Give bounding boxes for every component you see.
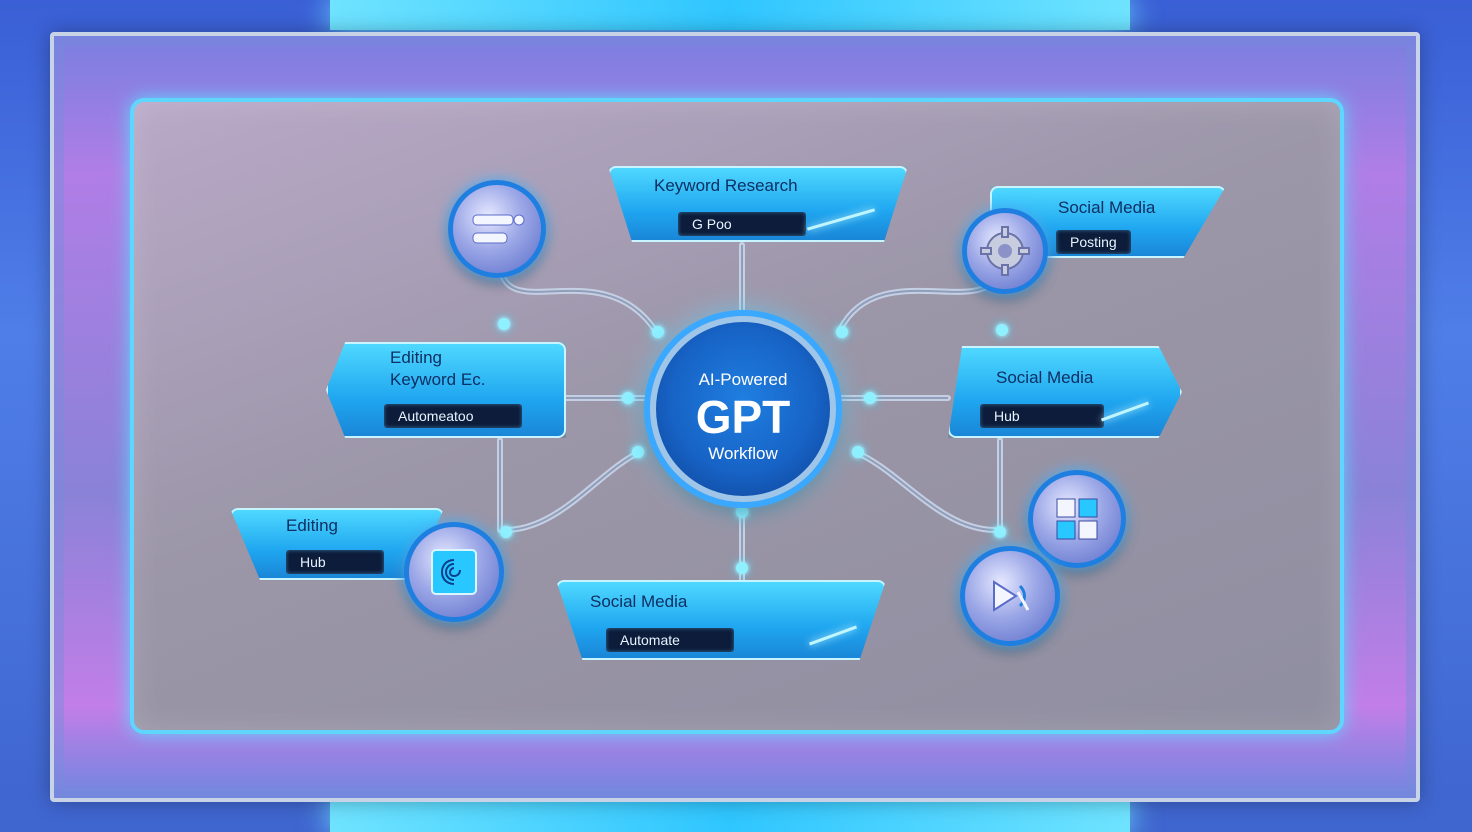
connector-dot <box>498 318 510 330</box>
connector-dot <box>736 506 748 518</box>
connector-dot <box>632 446 644 458</box>
fingerprint-icon <box>431 549 477 595</box>
node-subtitle: G Poo <box>678 212 806 236</box>
node-subtitle: Hub <box>286 550 384 574</box>
connector-dot <box>736 562 748 574</box>
node-title: Social Media <box>996 368 1094 387</box>
connector-dot <box>994 526 1006 538</box>
settings-form-orb[interactable] <box>448 180 546 278</box>
fingerprint-orb[interactable] <box>404 522 504 622</box>
accent-stripe <box>808 625 858 646</box>
media-grid-icon <box>1056 498 1098 540</box>
bottom-glow-strip <box>330 796 1130 832</box>
top-glow-strip <box>330 0 1130 30</box>
hub-line3: Workflow <box>708 444 778 463</box>
hub-line1: AI-Powered <box>698 370 788 389</box>
accent-stripe <box>1100 401 1150 422</box>
social-media-automate-node[interactable]: Social Media Automate <box>556 580 886 660</box>
gear-orb[interactable] <box>962 208 1048 294</box>
connector-dot <box>500 526 512 538</box>
connector-dot <box>996 324 1008 336</box>
node-title: Social Media <box>1058 198 1156 217</box>
settings-form-icon <box>472 214 525 244</box>
keyword-research-node[interactable]: Keyword Research G Poo <box>608 166 908 242</box>
node-title: Social Media <box>590 592 688 611</box>
connector-dot <box>622 392 634 404</box>
node-title-line2: Keyword Ec. <box>390 370 486 389</box>
social-media-hub-node[interactable]: Social Media Hub <box>948 346 1182 438</box>
node-subtitle: Hub <box>980 404 1104 428</box>
editing-keyword-node[interactable]: Editing Keyword Ec. Automeatoo <box>326 342 566 438</box>
gpt-workflow-hub[interactable]: AI-Powered GPT Workflow <box>650 316 836 502</box>
node-subtitle: Posting <box>1056 230 1131 254</box>
node-title: Editing <box>286 516 338 535</box>
node-subtitle: Automate <box>606 628 734 652</box>
media-grid-orb[interactable] <box>1028 470 1126 568</box>
play-audio-icon <box>993 580 1030 612</box>
gear-icon <box>980 226 1030 276</box>
node-subtitle: Automeatoo <box>384 404 522 428</box>
connector-dot <box>652 326 664 338</box>
play-audio-orb[interactable] <box>960 546 1060 646</box>
node-title: Editing <box>390 348 442 367</box>
connector-dot <box>864 392 876 404</box>
connector-dot <box>836 326 848 338</box>
connector-dot <box>852 446 864 458</box>
node-title: Keyword Research <box>654 176 798 195</box>
accent-stripe <box>806 208 876 231</box>
hub-line2: GPT <box>695 391 791 443</box>
